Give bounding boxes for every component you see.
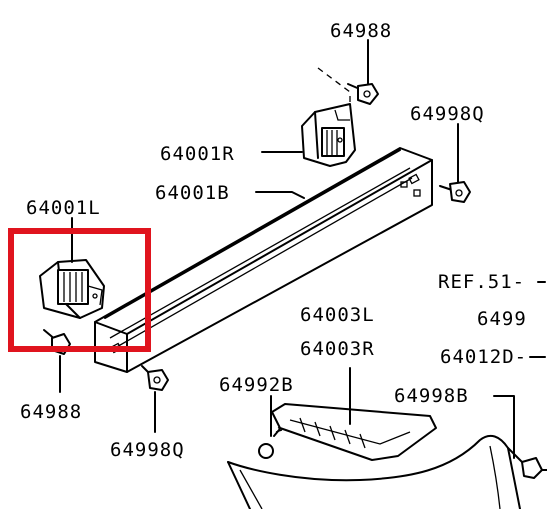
beam-64001B <box>94 147 433 373</box>
bracket-64001L <box>39 259 105 319</box>
highlight-box <box>8 228 151 352</box>
label-64992B: 64992B <box>219 374 294 396</box>
label-64998Q-bottom: 64998Q <box>110 439 185 461</box>
bolt-64998Q-bottom <box>141 365 169 391</box>
label-64003R: 64003R <box>300 338 375 360</box>
bolt-64988-top <box>347 83 379 105</box>
bracket-64003 <box>271 403 437 461</box>
screw-64992B <box>258 423 285 459</box>
label-ref-51: REF.51- <box>438 271 525 293</box>
label-64001B: 64001B <box>155 182 230 204</box>
label-64001R: 64001R <box>160 143 235 165</box>
label-64998B: 64998B <box>394 385 469 407</box>
label-64003L: 64003L <box>300 304 375 326</box>
bumper-cover <box>227 434 547 510</box>
bracket-64001R <box>301 103 356 167</box>
bolt-64998Q-right <box>439 181 471 203</box>
label-64001L: 64001L <box>26 197 101 219</box>
leader-lines <box>59 39 546 459</box>
label-64988-top: 64988 <box>330 20 392 42</box>
label-64998Q-right: 64998Q <box>410 103 485 125</box>
label-64988-left: 64988 <box>20 401 82 423</box>
label-64012D: 64012D- <box>440 346 527 368</box>
label-6499-partial: 6499 <box>477 308 527 330</box>
